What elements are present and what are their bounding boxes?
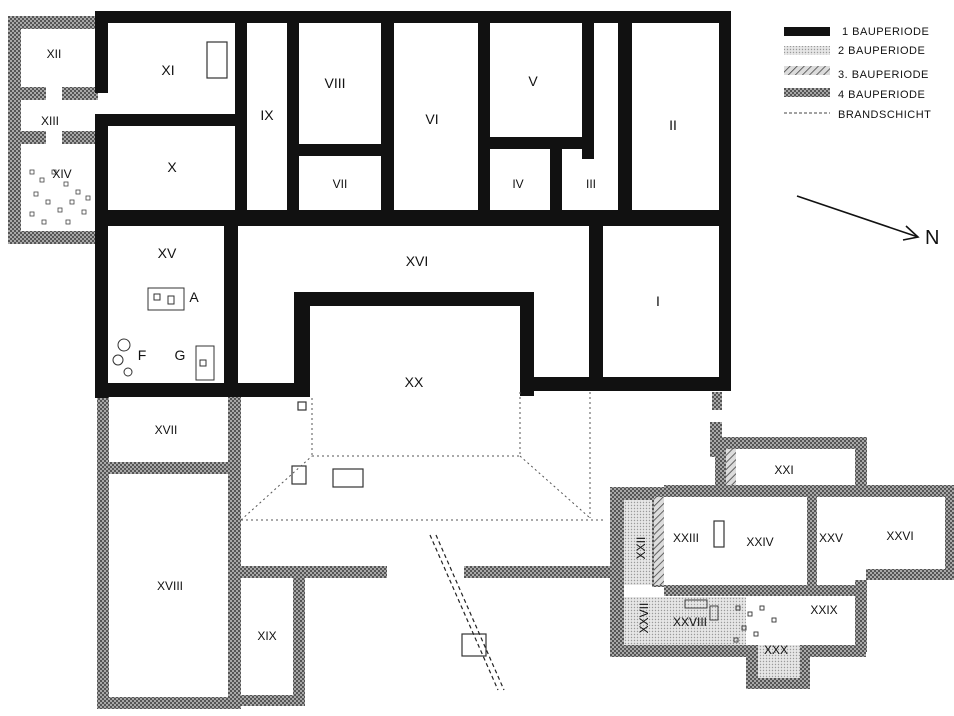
room-label-viii: VIII	[324, 75, 345, 91]
room-label-xii: XII	[47, 47, 62, 61]
room-label-iii: III	[586, 177, 596, 191]
legend-swatch-period4	[784, 88, 830, 97]
finds-xxix	[684, 599, 777, 643]
north-label: N	[925, 227, 939, 249]
room-label-xiv: XIV	[52, 167, 71, 181]
room-label-xxv: XXV	[819, 531, 843, 545]
room-label-xxix: XXIX	[810, 603, 837, 617]
path-line	[429, 534, 505, 691]
legend-swatch-period1	[784, 27, 830, 36]
legend-label-period1: 1 BAUPERIODE	[842, 26, 929, 38]
room-label-xxvi: XXVI	[886, 529, 913, 543]
period3-walls	[654, 449, 736, 585]
legend-swatch-period2	[784, 46, 830, 55]
room-label-xiii: XIII	[41, 114, 59, 128]
period1-walls	[95, 11, 731, 398]
legend-label-period2: 2 BAUPERIODE	[838, 45, 925, 57]
room-label-xxii: XXII	[634, 537, 648, 560]
feature-label-f: F	[138, 347, 147, 363]
room-label-iv: IV	[512, 177, 523, 191]
room-label-xviii: XVIII	[157, 579, 183, 593]
room-label-ii: II	[669, 117, 677, 133]
room-label-xxi: XXI	[774, 463, 793, 477]
legend: 1 BAUPERIODE 2 BAUPERIODE 3. BAUPERIODE …	[784, 26, 931, 121]
room-label-xix: XIX	[257, 629, 276, 643]
room-label-ix: IX	[260, 107, 274, 123]
legend-label-period3: 3. BAUPERIODE	[838, 69, 929, 81]
room-label-xi: XI	[161, 62, 174, 78]
legend-label-period4: 4 BAUPERIODE	[838, 89, 925, 101]
room-label-xxiii: XXIII	[673, 531, 699, 545]
period4-walls	[8, 16, 954, 709]
room-label-xx: XX	[405, 374, 424, 390]
room-label-i: I	[656, 293, 660, 309]
room-label-vi: VI	[425, 111, 438, 127]
courtyard-outline	[240, 392, 603, 521]
room-label-xvii: XVII	[155, 423, 178, 437]
north-arrow: N	[796, 195, 939, 249]
legend-swatch-period3	[784, 66, 830, 75]
room-label-vii: VII	[333, 177, 348, 191]
room-labels: XII XI IX VIII VI V II XIII X VII IV III…	[41, 47, 914, 657]
room-label-x: X	[167, 159, 177, 175]
room-label-xv: XV	[158, 245, 177, 261]
room-label-xvi: XVI	[406, 253, 429, 269]
room-label-xxviii: XXVIII	[673, 615, 707, 629]
room-label-xxvii: XXVII	[637, 603, 651, 634]
room-label-v: V	[528, 73, 538, 89]
room-label-xxx: XXX	[764, 643, 788, 657]
finds-xv	[112, 287, 215, 381]
feature-label-g: G	[175, 347, 186, 363]
finds-xiv	[29, 169, 91, 225]
room-label-xxiv: XXIV	[746, 535, 773, 549]
finds-markers	[206, 41, 725, 657]
legend-label-burnlayer: BRANDSCHICHT	[838, 109, 931, 121]
feature-label-a: A	[189, 289, 199, 305]
